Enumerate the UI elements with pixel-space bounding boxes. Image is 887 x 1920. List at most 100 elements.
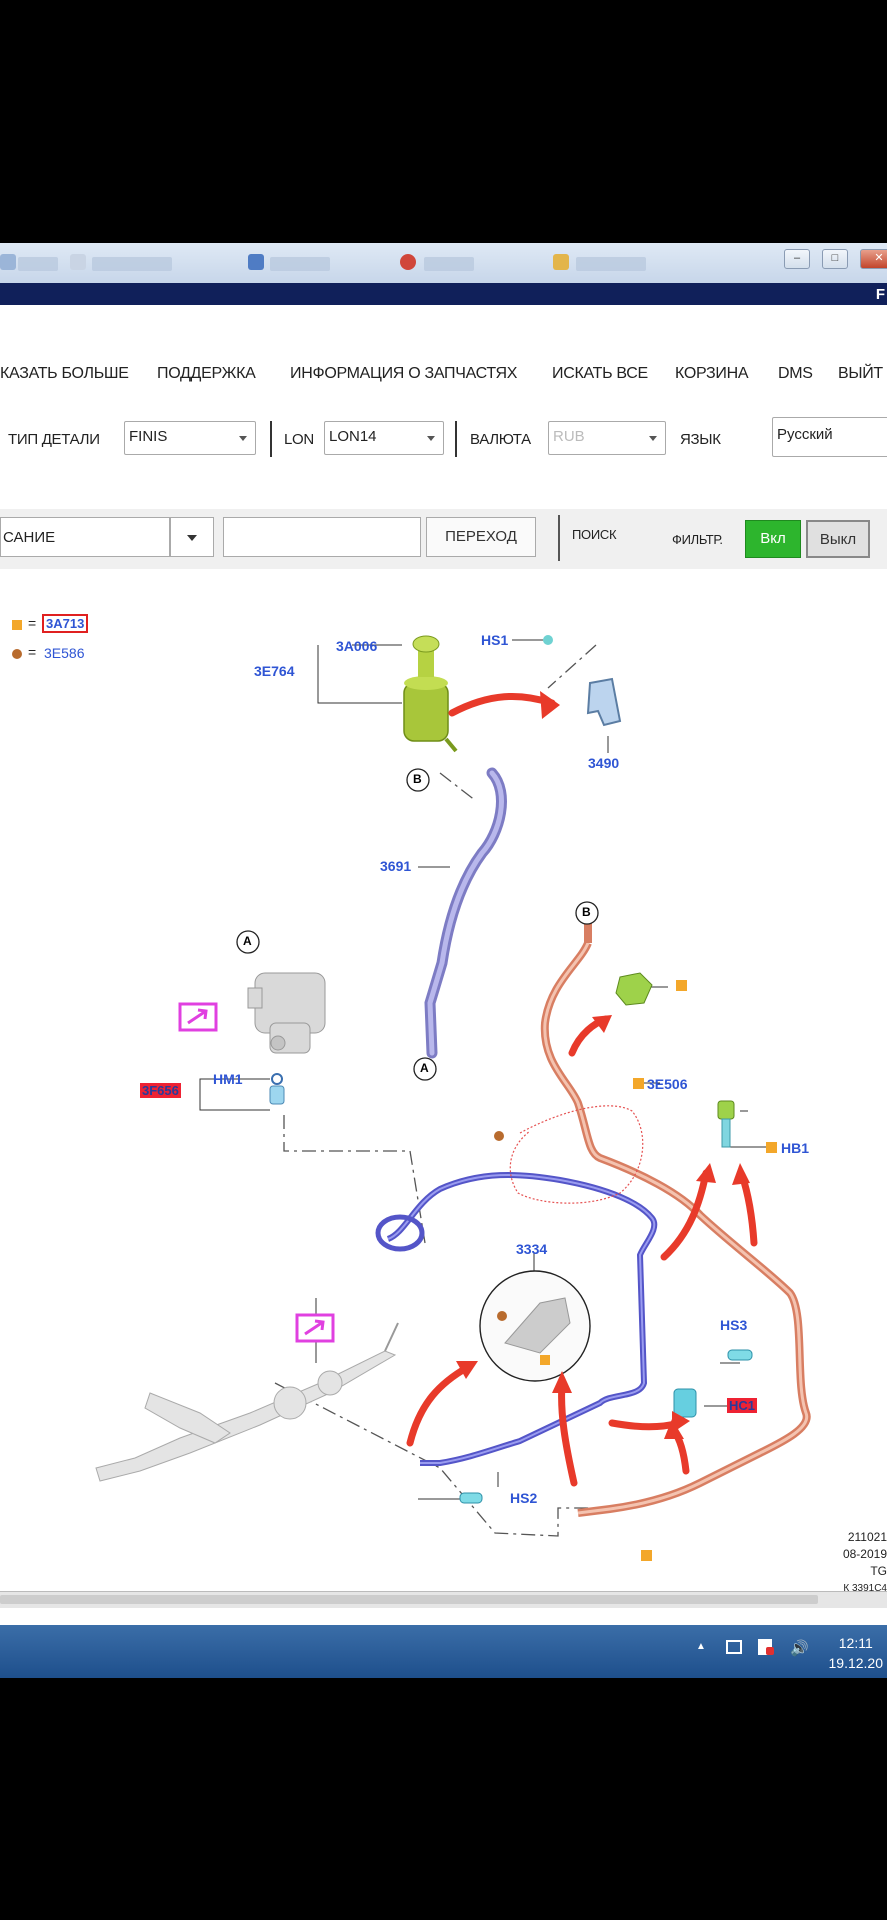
- filter-on-label: Вкл: [760, 530, 786, 547]
- legend-equals: =: [28, 644, 37, 660]
- callout-3490[interactable]: 3490: [588, 755, 620, 771]
- scrollbar-thumb[interactable]: [0, 1595, 818, 1604]
- clock-date: 19.12.20: [828, 1655, 884, 1671]
- divider: [558, 515, 560, 561]
- search-input[interactable]: [223, 517, 421, 557]
- square-marker: [676, 980, 687, 991]
- language-value: Русский: [777, 426, 833, 443]
- callout-hs2[interactable]: HS2: [510, 1490, 538, 1506]
- action-center-icon[interactable]: [726, 1640, 742, 1654]
- tray-expand-icon[interactable]: ▲: [696, 1641, 706, 1652]
- legend-circle-code[interactable]: 3E586: [44, 645, 85, 661]
- square-marker: [633, 1078, 644, 1089]
- nav-item-support[interactable]: ПОДДЕРЖКА: [157, 365, 256, 382]
- callout-hc1[interactable]: HC1: [727, 1398, 758, 1413]
- language-select[interactable]: Русский: [772, 417, 887, 457]
- tab-favicon: [553, 254, 569, 270]
- legend-equals: =: [28, 615, 37, 631]
- network-error-badge: [766, 1647, 774, 1655]
- legend-circle-icon: [12, 649, 22, 659]
- legend-square-code[interactable]: 3A713: [42, 614, 89, 633]
- supply-hose: [424, 767, 507, 1059]
- reservoir: [403, 635, 458, 753]
- system-clock[interactable]: 12:11 19.12.20: [829, 1633, 884, 1673]
- nav-item-show-more[interactable]: КАЗАТЬ БОЛЬШЕ: [0, 365, 129, 382]
- legend-square-icon: [12, 620, 22, 630]
- stamp-line: 08-2019: [842, 1547, 887, 1561]
- tab-favicon: [400, 254, 416, 270]
- browser-tab[interactable]: [576, 257, 646, 271]
- tab-favicon: [0, 254, 16, 270]
- marker-a-hose: A: [420, 1061, 429, 1075]
- filter-off-button[interactable]: Выкл: [806, 520, 870, 558]
- callout-hs1[interactable]: HS1: [481, 632, 509, 648]
- description-select[interactable]: САНИЕ: [0, 517, 170, 557]
- callout-3e764[interactable]: 3E764: [254, 663, 295, 679]
- currency-value: RUB: [553, 428, 585, 445]
- search-label: ПОИСК: [572, 527, 617, 542]
- browser-tab[interactable]: [270, 257, 330, 271]
- steering-pump: [247, 972, 326, 1054]
- callout-3a006[interactable]: 3A006: [336, 638, 378, 654]
- filter-on-button[interactable]: Вкл: [745, 520, 801, 558]
- lon-label: LON: [284, 431, 314, 448]
- reservoir-fitting: [269, 1085, 285, 1105]
- magenta-link-boxes: [178, 1002, 335, 1343]
- filter-off-label: Выкл: [819, 531, 857, 548]
- tab-favicon: [70, 254, 86, 270]
- callout-hm1[interactable]: HM1: [213, 1071, 243, 1087]
- browser-tab[interactable]: [424, 257, 474, 271]
- maximize-icon: □: [831, 252, 839, 264]
- currency-select[interactable]: RUB: [548, 421, 666, 455]
- screen: – □ ✕ F КАЗАТЬ БОЛЬШЕ ПОДДЕРЖКА ИНФОРМАЦ…: [0, 243, 887, 1678]
- nav-item-cart[interactable]: КОРЗИНА: [675, 365, 749, 382]
- browser-tab[interactable]: [92, 257, 172, 271]
- part-type-select[interactable]: FINIS: [124, 421, 256, 455]
- callout-3e506[interactable]: 3E506: [647, 1076, 688, 1092]
- square-marker: [766, 1142, 777, 1153]
- nav-item-logout[interactable]: ВЫЙТ: [838, 365, 883, 382]
- browser-tab[interactable]: [18, 257, 58, 271]
- lon-select[interactable]: LON14: [324, 421, 444, 455]
- callout-hb1[interactable]: HB1: [781, 1140, 810, 1156]
- description-dropdown-button[interactable]: [170, 517, 214, 557]
- steering-rack: [95, 1322, 399, 1482]
- green-fittings: [615, 972, 735, 1148]
- divider: [270, 421, 272, 457]
- highlight-scribble: [509, 1105, 644, 1204]
- callout-3691[interactable]: 3691: [380, 858, 412, 874]
- filter-label: ФИЛЬТР.: [672, 532, 723, 547]
- circle-marker: [494, 1131, 504, 1141]
- callout-3f656[interactable]: 3F656: [140, 1083, 181, 1098]
- tab-favicon: [248, 254, 264, 270]
- maximize-button[interactable]: □: [822, 249, 848, 269]
- callout-hs3[interactable]: HS3: [720, 1317, 748, 1333]
- callout-3334[interactable]: 3334: [516, 1241, 548, 1257]
- marker-b-hose: B: [582, 905, 591, 919]
- return-hose-clamp: [375, 1214, 425, 1252]
- goto-button[interactable]: ПЕРЕХОД: [426, 517, 536, 557]
- nav-item-dms[interactable]: DMS: [778, 365, 813, 382]
- horizontal-scrollbar[interactable]: [0, 1591, 887, 1608]
- browser-tab-bar: – □ ✕: [0, 243, 887, 283]
- main-nav: КАЗАТЬ БОЛЬШЕ ПОДДЕРЖКА ИНФОРМАЦИЯ О ЗАП…: [0, 365, 887, 385]
- marker-circles: [236, 768, 599, 1081]
- minimize-button[interactable]: –: [784, 249, 810, 269]
- nav-item-search-all[interactable]: ИСКАТЬ ВСЕ: [552, 365, 648, 382]
- valve-hc1: [673, 1388, 697, 1418]
- app-logo-letter: F: [875, 286, 885, 303]
- app-header-bar: F: [0, 283, 887, 305]
- part-type-value: FINIS: [129, 428, 168, 445]
- red-arrowheads: [456, 691, 750, 1439]
- windows-taskbar: ▲ 🔊 12:11 19.12.20: [0, 1625, 887, 1678]
- diagram-stamp: 211021 08-2019 TG К 3391С4: [843, 1529, 887, 1597]
- marker-b-reservoir: B: [413, 772, 422, 786]
- volume-icon[interactable]: 🔊: [790, 1640, 809, 1657]
- description-value: САНИЕ: [3, 529, 56, 546]
- close-button[interactable]: ✕: [860, 249, 887, 269]
- dashed-linkages: [274, 644, 610, 1537]
- nav-item-parts-info[interactable]: ИНФОРМАЦИЯ О ЗАПЧАСТЯХ: [290, 365, 518, 382]
- language-label: ЯЗЫК: [680, 431, 721, 448]
- search-toolbar: САНИЕ ПЕРЕХОД ПОИСК ФИЛЬТР. Вкл Выкл: [0, 509, 887, 569]
- marker-a-pump: A: [243, 934, 252, 948]
